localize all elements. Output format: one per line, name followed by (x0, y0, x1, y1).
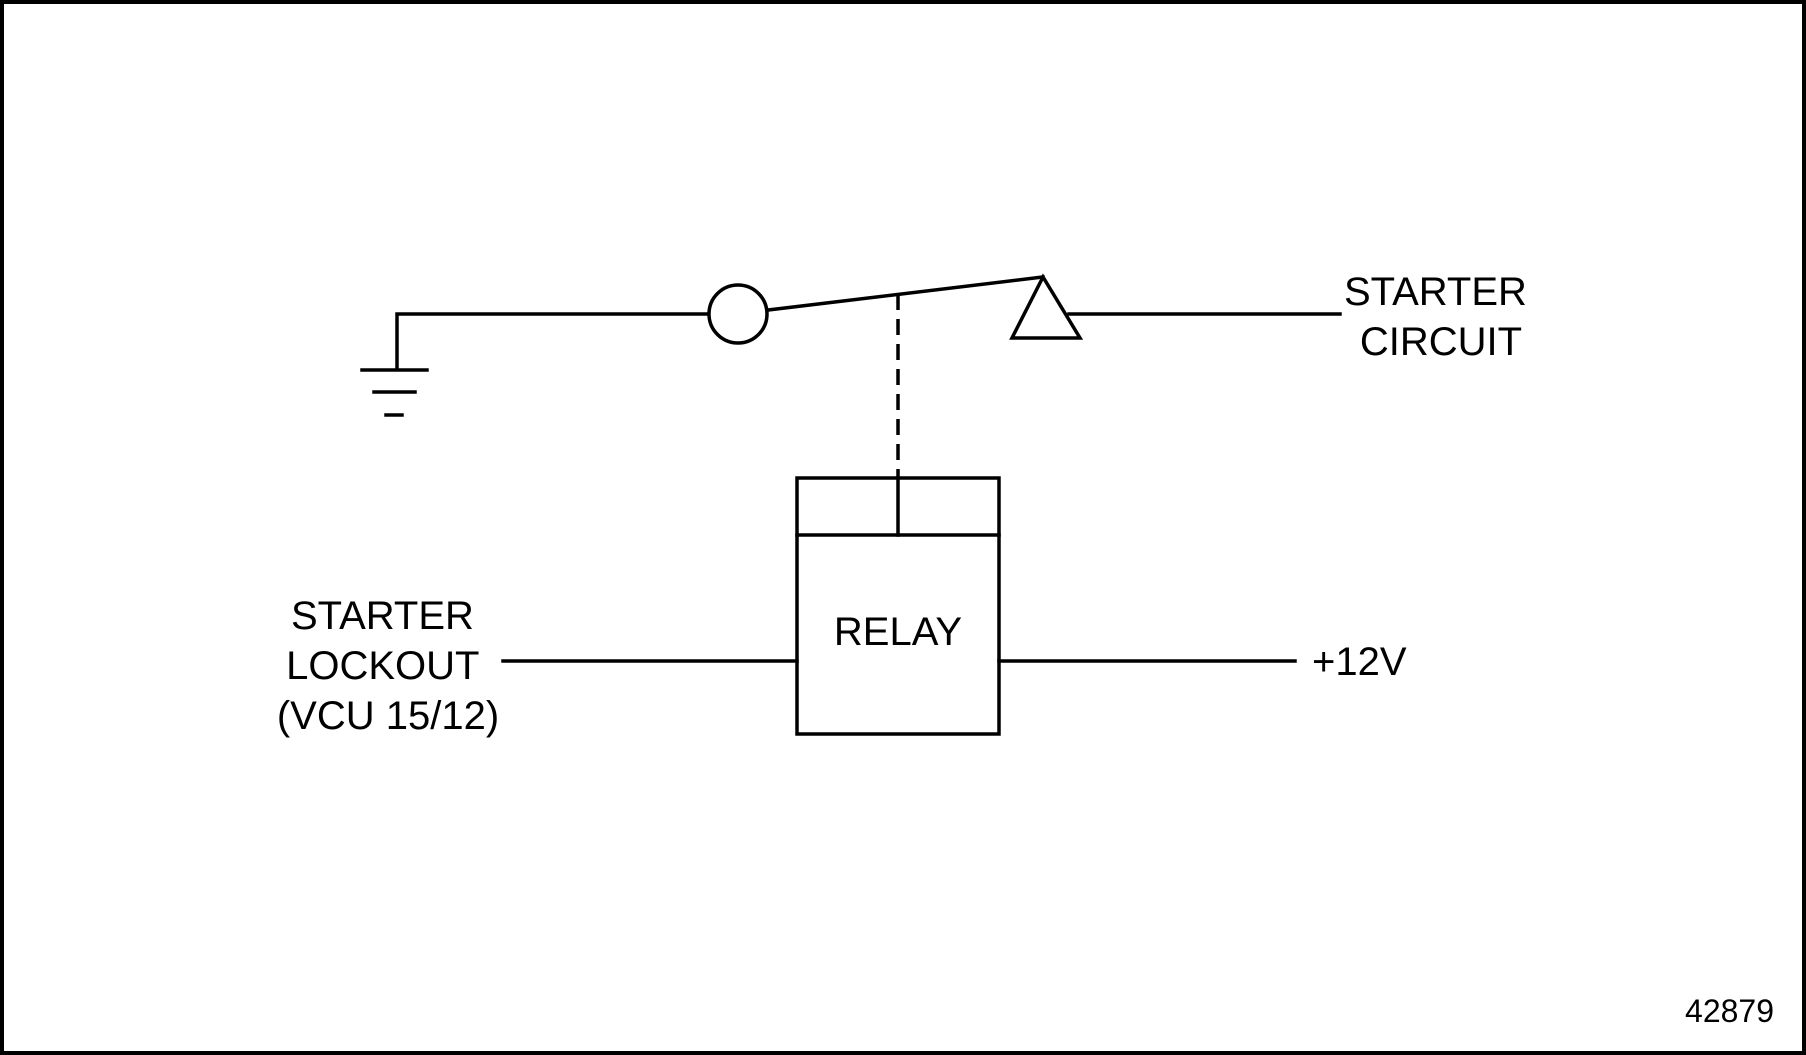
starter-circuit-label: STARTER CIRCUIT (1344, 270, 1538, 364)
ground-symbol-icon (360, 368, 429, 417)
starter-lockout-label-line3: (VCU 15/12) (277, 694, 499, 738)
starter-lockout-label-line2: LOCKOUT (286, 644, 479, 688)
starter-circuit-label-line1: STARTER (1344, 270, 1527, 314)
starter-lockout-label-line1: STARTER (291, 594, 474, 638)
switch-contact-triangle (1009, 273, 1084, 340)
starter-circuit-label-line2: CIRCUIT (1360, 320, 1522, 364)
starter-lockout-label: STARTER LOCKOUT (VCU 15/12) (277, 594, 499, 738)
switch-blade (766, 275, 1045, 312)
figure-number: 42879 (1685, 993, 1774, 1029)
switch-pivot-terminal (707, 283, 769, 345)
ground-wire (395, 312, 713, 370)
supply-voltage-label: +12V (1312, 640, 1407, 684)
relay-label: RELAY (834, 610, 962, 654)
relay-box (795, 476, 1001, 736)
